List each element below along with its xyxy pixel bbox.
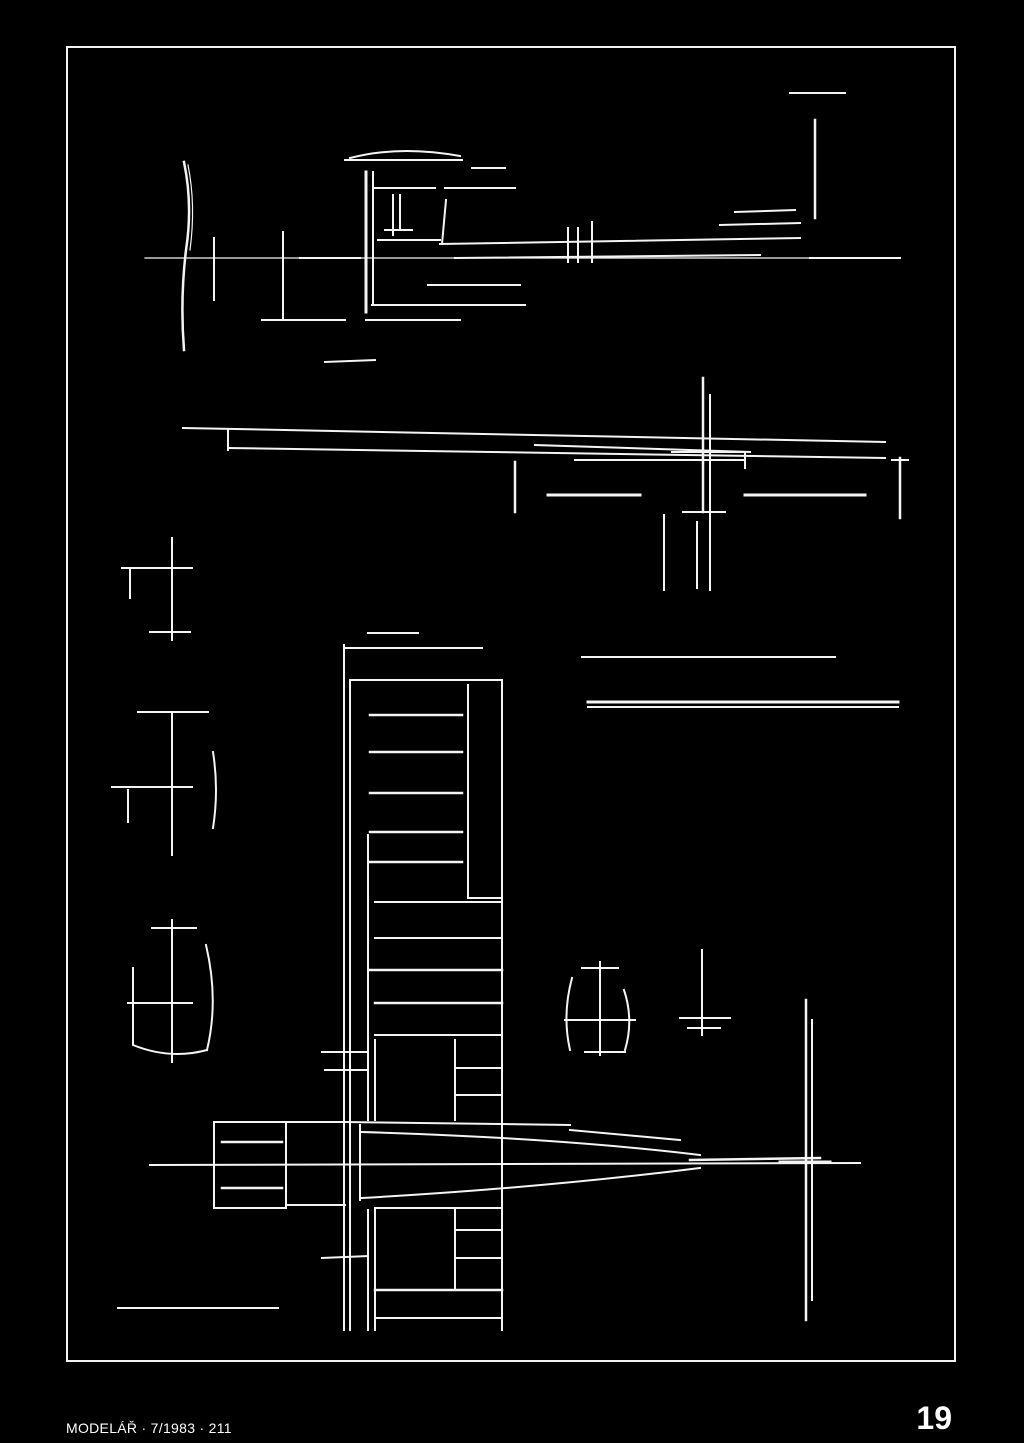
side-view	[144, 92, 901, 364]
page-number: 19	[916, 1400, 952, 1436]
magazine-issue-label: MODELÁŘ · 7/1983 · 211	[66, 1420, 232, 1436]
front-view	[181, 376, 909, 591]
fuselage-sections	[111, 537, 731, 1063]
top-view	[117, 632, 900, 1331]
drawing-frame	[66, 46, 956, 1362]
